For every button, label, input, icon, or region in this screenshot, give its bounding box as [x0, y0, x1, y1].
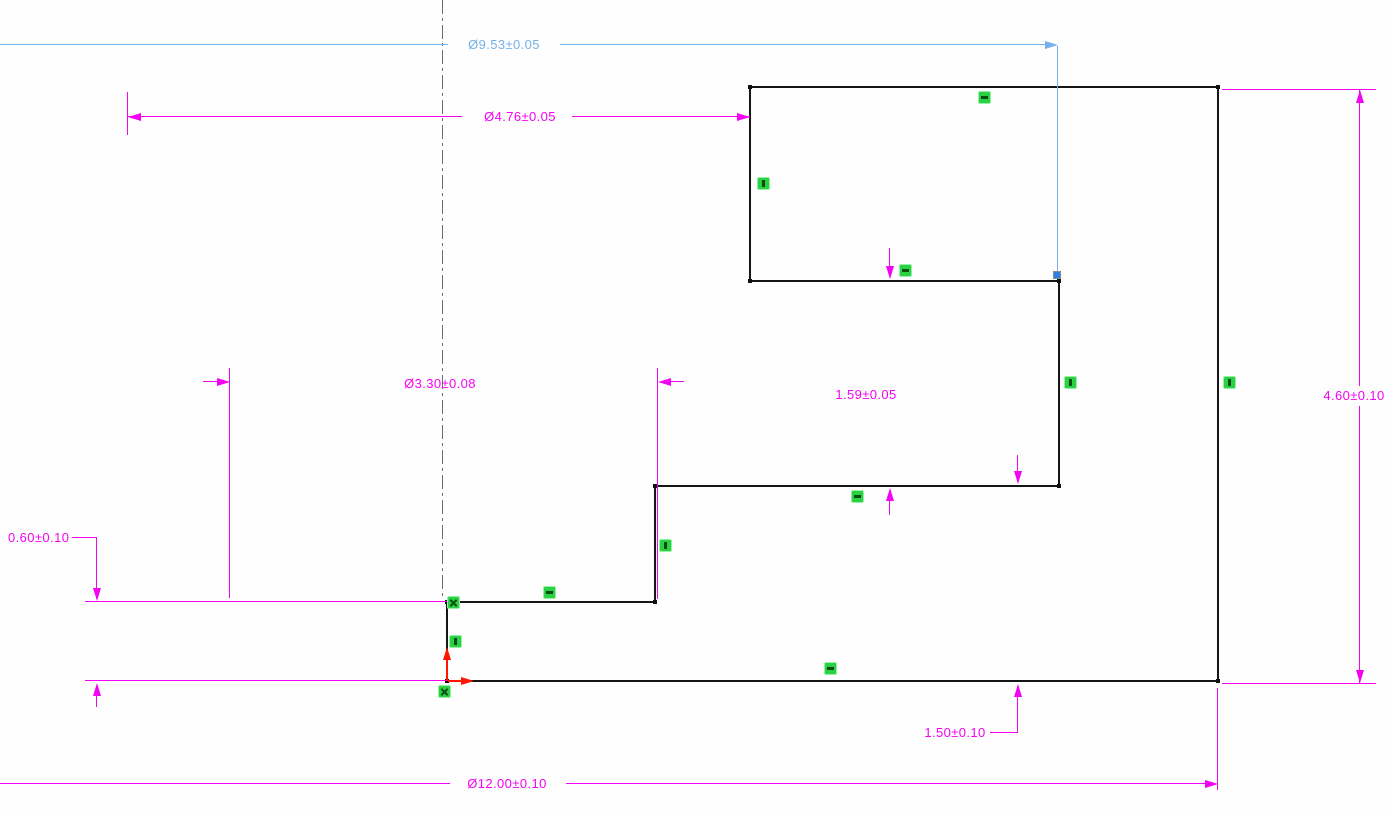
arrowhead-down: [93, 588, 101, 601]
profile-edge-bottom[interactable]: [446, 680, 1219, 682]
horizontal-glyph: [827, 667, 834, 670]
horizontal-relation-icon[interactable]: [543, 586, 556, 599]
arrow-tail: [889, 500, 890, 515]
dim-line: [572, 116, 750, 117]
vertex-point[interactable]: [653, 484, 657, 488]
extension-line: [1057, 46, 1058, 272]
dimension-label[interactable]: 0.60±0.10: [8, 530, 70, 545]
leader-line: [990, 732, 1018, 733]
horizontal-relation-icon[interactable]: [978, 91, 991, 104]
vertex-point[interactable]: [445, 679, 449, 683]
dim-line: [128, 116, 462, 117]
horizontal-relation-icon[interactable]: [824, 662, 837, 675]
dim-line: [1359, 406, 1360, 683]
profile-edge-step1-v[interactable]: [1058, 280, 1060, 487]
arrow-tail: [889, 248, 890, 266]
extension-line: [1217, 688, 1218, 790]
dimension-label[interactable]: Ø12.00±0.10: [467, 776, 547, 791]
arrowhead-down: [886, 266, 894, 279]
vertical-relation-icon[interactable]: [757, 177, 770, 190]
arrow-tail: [96, 695, 97, 707]
horizontal-relation-icon[interactable]: [851, 490, 864, 503]
leader-line: [72, 537, 97, 538]
arrow-tail: [670, 381, 684, 382]
arrowhead-right: [737, 113, 750, 121]
origin-horizontal-line: [448, 680, 462, 682]
profile-edge-step2-h[interactable]: [654, 485, 1060, 487]
vertex-point[interactable]: [1216, 85, 1220, 89]
arrowhead-down: [1356, 670, 1364, 683]
origin-right-arrowhead: [461, 677, 474, 685]
vertex-point[interactable]: [1057, 484, 1061, 488]
vertical-glyph: [1228, 379, 1231, 386]
vertical-relation-icon[interactable]: [659, 539, 672, 552]
dim-line: [1359, 90, 1360, 386]
horizontal-glyph: [546, 591, 553, 594]
leader-line: [1017, 696, 1018, 733]
origin-up-arrowhead: [443, 647, 451, 660]
vertical-relation-icon[interactable]: [449, 635, 462, 648]
extension-line: [85, 680, 447, 681]
dimension-label[interactable]: 4.60±0.10: [1323, 388, 1385, 403]
profile-edge-step3-v[interactable]: [446, 601, 448, 682]
dimension-label[interactable]: Ø3.30±0.08: [404, 376, 476, 391]
vertex-point[interactable]: [1216, 679, 1220, 683]
profile-edge-top[interactable]: [750, 86, 1220, 88]
dim-line: [566, 783, 1206, 784]
coincident-relation-icon[interactable]: [447, 596, 460, 609]
dimension-label[interactable]: Ø4.76±0.05: [484, 109, 556, 124]
arrow-tail: [203, 381, 217, 382]
arrowhead-left: [128, 113, 141, 121]
arrowhead-up: [93, 683, 101, 696]
horizontal-relation-icon[interactable]: [899, 264, 912, 277]
dim-line: [0, 783, 450, 784]
horizontal-glyph: [854, 495, 861, 498]
dim-line: [560, 44, 1045, 45]
arrow-tail: [1017, 455, 1018, 472]
centerline-axis[interactable]: [442, 0, 443, 600]
horizontal-glyph: [902, 269, 909, 272]
origin-vertical-line: [446, 658, 448, 681]
selected-endpoint-handle[interactable]: [1053, 271, 1061, 279]
vertex-point[interactable]: [748, 85, 752, 89]
vertical-glyph: [1069, 379, 1072, 386]
profile-edge-upper-left[interactable]: [749, 86, 751, 283]
arrowhead-left: [658, 378, 671, 386]
arrowhead-right: [1205, 780, 1218, 788]
dimension-label[interactable]: 1.50±0.10: [924, 725, 986, 740]
extension-tick: [127, 92, 128, 135]
dim-line: [0, 44, 448, 45]
profile-edge-step1-h[interactable]: [749, 280, 1060, 282]
vertical-glyph: [664, 542, 667, 549]
profile-edge-right[interactable]: [1217, 86, 1219, 683]
extension-line: [229, 368, 230, 598]
arrowhead-up: [1356, 90, 1364, 103]
horizontal-glyph: [981, 96, 988, 99]
vertex-point[interactable]: [748, 279, 752, 283]
vertical-relation-icon[interactable]: [1064, 376, 1077, 389]
profile-edge-step2-v[interactable]: [654, 485, 656, 603]
extension-line: [85, 601, 447, 602]
arrowhead-up: [1014, 684, 1022, 697]
profile-edge-step3-h[interactable]: [446, 601, 656, 603]
arrowhead-right: [1045, 41, 1058, 49]
coincident-relation-icon[interactable]: [438, 685, 451, 698]
arrowhead-right: [217, 378, 230, 386]
arrowhead-down: [1014, 471, 1022, 484]
extension-line: [1222, 683, 1376, 684]
dimension-label[interactable]: 1.59±0.05: [835, 387, 897, 402]
vertical-glyph: [454, 638, 457, 645]
arrowhead-up: [886, 488, 894, 501]
extension-line: [1222, 89, 1376, 90]
extension-line: [657, 368, 658, 599]
vertex-point[interactable]: [1057, 279, 1061, 283]
vertical-glyph: [762, 180, 765, 187]
vertex-point[interactable]: [653, 600, 657, 604]
dimension-label[interactable]: Ø9.53±0.05: [468, 37, 540, 52]
vertical-relation-icon[interactable]: [1223, 376, 1236, 389]
leader-line: [96, 537, 97, 589]
